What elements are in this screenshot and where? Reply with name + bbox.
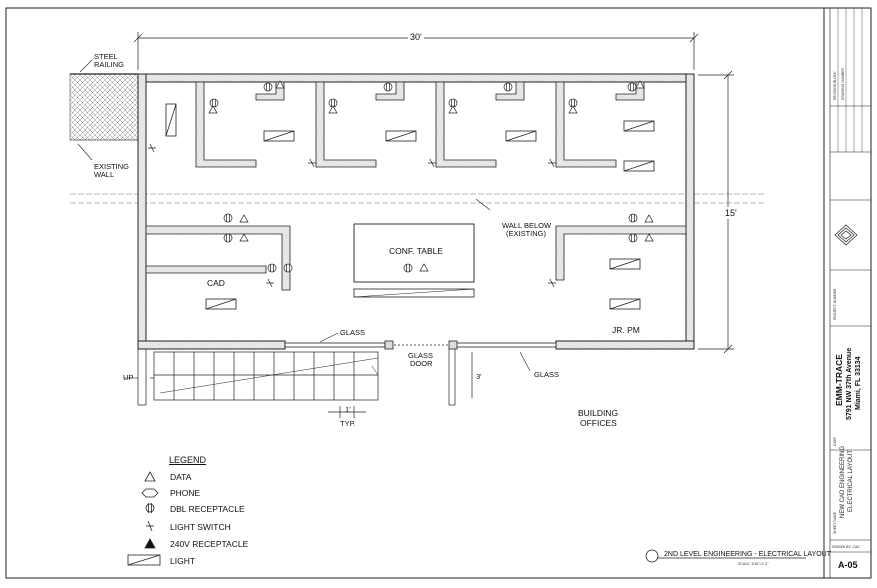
tb-revision-block: REVISION BLOCK	[833, 71, 837, 100]
cad-room-label: CAD	[207, 278, 225, 288]
steel-railing-label-2: RAILING	[94, 60, 125, 69]
typ-label: TYP.	[340, 419, 356, 428]
tb-sheet-number: A-05	[838, 560, 858, 570]
staircase	[137, 349, 473, 418]
glass-door-label-1: GLASS	[408, 351, 434, 360]
dbl-receptacle-icon	[145, 503, 155, 513]
steel-railing-label-1: STEEL	[94, 52, 118, 61]
glass-door-label-2: DOOR	[410, 359, 433, 368]
legend-item-light-switch: LIGHT SWITCH	[170, 522, 231, 532]
data-triangle-icon	[144, 471, 156, 482]
tb-project-number: PROJECT NUMBER	[833, 288, 837, 320]
tb-drawn-by: DRAWN BY: CAD	[832, 545, 860, 549]
light-switches	[148, 143, 556, 288]
tb-address-line2: Miami, FL 33134	[855, 356, 862, 410]
tb-sheet-name: SHEET NAME	[833, 512, 837, 534]
tb-project-line1: NEW CAD ENGINEERING	[840, 445, 846, 518]
wall-below-label-1: WALL BELOW	[502, 221, 552, 230]
legend-item-phone: PHONE	[170, 488, 201, 498]
legend-title: LEGEND	[169, 455, 207, 465]
conf-table-label: CONF. TABLE	[389, 246, 444, 256]
stair-tread-label: 1'	[345, 405, 351, 414]
sheet-title: 2ND LEVEL ENGINEERING - ELECTRICAL LAYOU…	[664, 551, 832, 558]
dimension-width-label: 30'	[408, 32, 424, 42]
upper-cubicles	[195, 81, 645, 168]
tb-drawing-number: DRAWING NUMBER	[841, 68, 845, 100]
sheet-border	[5, 7, 872, 579]
dimension-height-label: 15'	[724, 207, 738, 219]
company-logo	[834, 224, 858, 246]
electrical-symbols	[208, 80, 654, 273]
existing-wall-label-2: WALL	[94, 170, 115, 179]
building-offices-label-2: OFFICES	[580, 418, 617, 428]
leader-lines	[124, 332, 531, 379]
legend-item-240v-receptacle: 240V RECEPTACLE	[170, 539, 249, 549]
sheet-scale: SCALE: 3/16"=1'-0"	[738, 562, 769, 566]
conference-table	[353, 223, 475, 298]
existing-wall-hatch	[69, 59, 139, 161]
building-offices-label-1: BUILDING	[578, 408, 619, 418]
tb-company-name: EMM-TRACE	[834, 354, 844, 406]
phone-hexagon-icon	[141, 488, 159, 498]
glass-label-upper: GLASS	[340, 328, 366, 337]
jr-pm-room-label: JR. PM	[612, 325, 640, 335]
light-fixture-icon	[127, 554, 161, 566]
glass-label-lower: GLASS	[534, 370, 560, 379]
240v-receptacle-icon	[144, 538, 156, 549]
tb-date: DATE	[833, 437, 837, 446]
wall-below-band	[70, 193, 765, 211]
up-label: UP	[123, 373, 134, 382]
lower-partitions	[145, 225, 687, 291]
exterior-walls	[137, 73, 695, 350]
door-rise-label: 3'	[476, 372, 482, 381]
glass-partitions	[284, 340, 557, 350]
legend-item-light: LIGHT	[170, 556, 196, 566]
existing-wall-label-1: EXISTING	[94, 162, 130, 171]
sheet-title-marker	[645, 549, 806, 563]
legend-item-data: DATA	[170, 472, 192, 482]
wall-below-label-2: (EXISTING)	[506, 229, 547, 238]
light-fixtures	[165, 103, 655, 310]
title-block	[830, 8, 871, 553]
legend-item-dbl-receptacle: DBL RECEPTACLE	[170, 504, 245, 514]
tb-address-line1: 5791 NW 37th Avenue	[846, 347, 853, 420]
tb-project-line2: ELECTRICAL LAYOUT	[848, 449, 854, 512]
light-switch-icon	[146, 520, 154, 532]
legend-symbols	[127, 471, 161, 566]
